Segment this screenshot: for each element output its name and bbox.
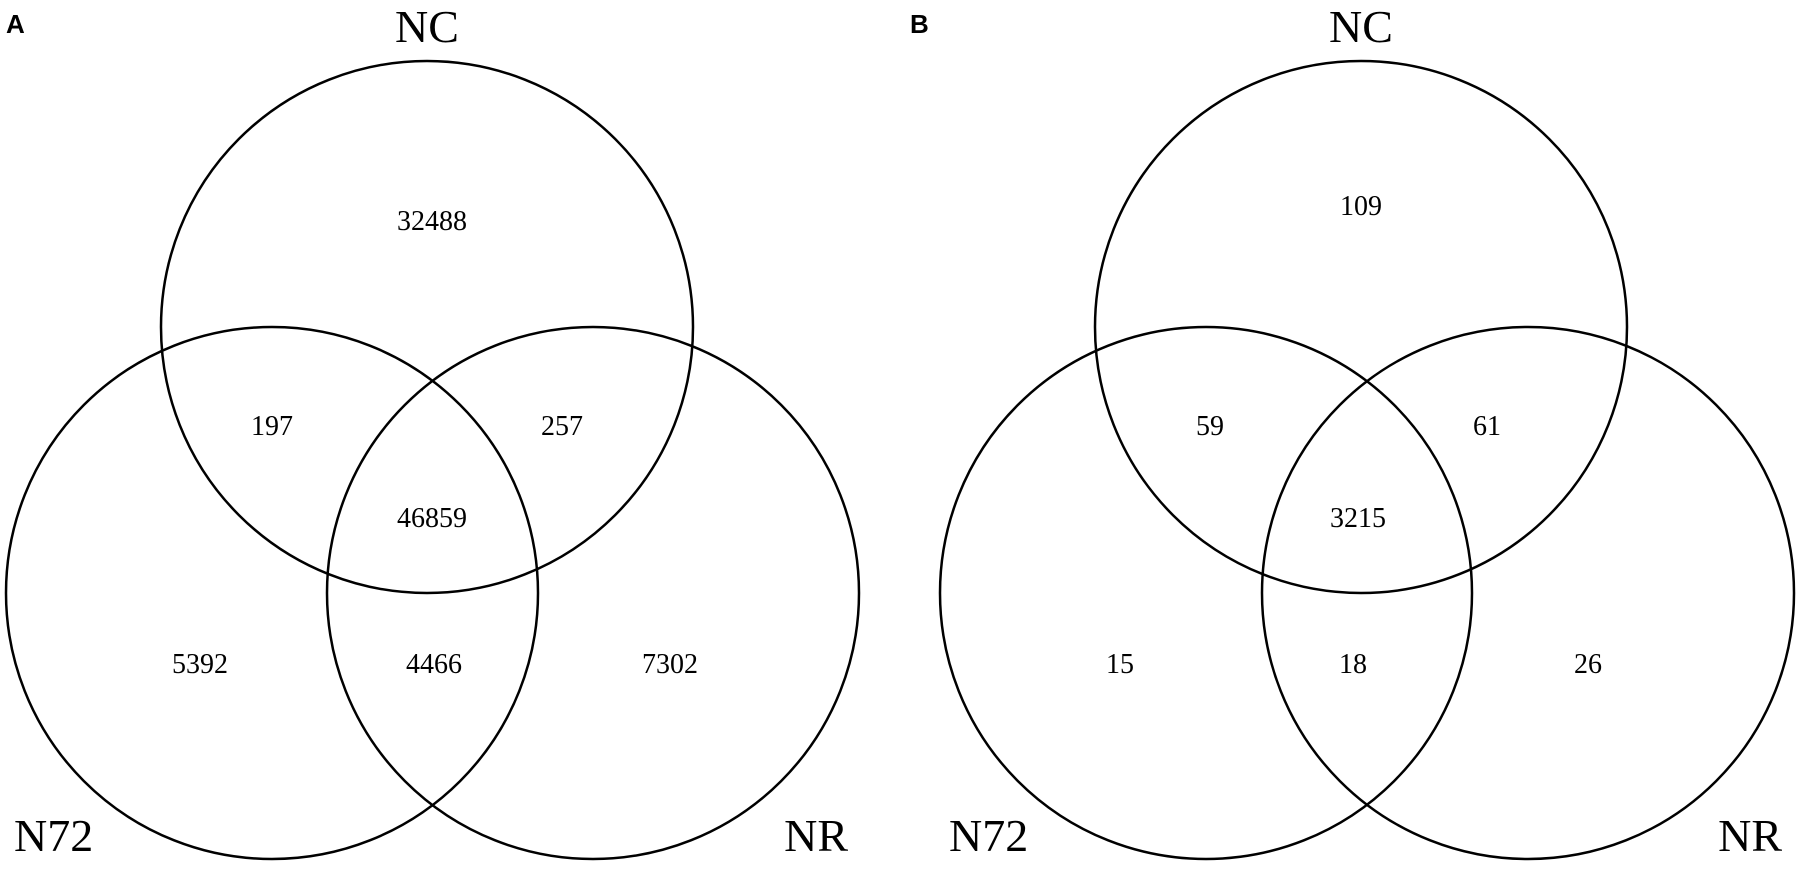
panel-b-nc-circle	[1093, 59, 1629, 595]
panel-b-nc-label: NC	[1329, 1, 1393, 52]
panel-b-nr-only-count: 26	[1574, 649, 1602, 680]
panel-b-n72-only-count: 15	[1106, 649, 1134, 680]
panel-a-nc-label: NC	[395, 1, 459, 52]
panel-a-n72-nr-count: 4466	[406, 649, 462, 680]
panel-a-n72-label: N72	[14, 810, 93, 861]
panel-b-nr-label: NR	[1718, 810, 1782, 861]
panel-a-nc-n72-count: 197	[251, 411, 293, 442]
panel-a-nr-only-count: 7302	[642, 649, 698, 680]
panel-b-nc-n72-count: 59	[1196, 411, 1224, 442]
panel-b-nc-nr-count: 61	[1473, 411, 1501, 442]
panel-a-nr-circle	[325, 325, 861, 861]
panel-b-nr-circle	[1260, 325, 1796, 861]
panel-a-n72-circle	[4, 325, 540, 861]
panel-b-n72-nr-count: 18	[1339, 649, 1367, 680]
panel-b: B NC N72 NR 109 59 61 3215 15 18 26	[910, 1, 1796, 861]
panel-a: A NC N72 NR 32488 197 257 46859 5392 446…	[4, 1, 861, 861]
panel-b-letter: B	[910, 9, 929, 39]
panel-a-nc-circle	[159, 59, 695, 595]
panel-a-nc-nr-count: 257	[541, 411, 583, 442]
panel-b-n72-circle	[938, 325, 1474, 861]
panel-a-all-three-count: 46859	[397, 503, 467, 534]
panel-a-nc-only-count: 32488	[397, 206, 467, 237]
panel-a-n72-only-count: 5392	[172, 649, 228, 680]
panel-b-all-three-count: 3215	[1330, 503, 1386, 534]
panel-b-nc-only-count: 109	[1340, 191, 1382, 222]
panel-a-nr-label: NR	[784, 810, 848, 861]
panel-b-n72-label: N72	[949, 810, 1028, 861]
panel-a-letter: A	[6, 9, 25, 39]
